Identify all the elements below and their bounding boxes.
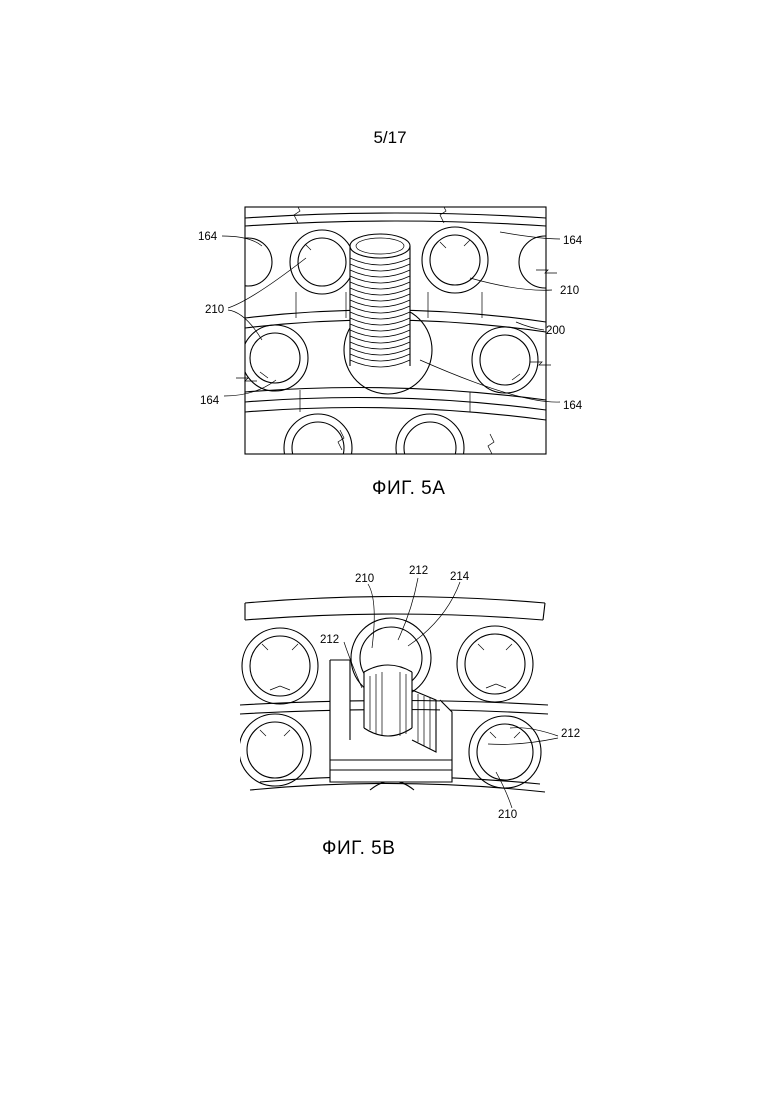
fig5a-label-164-top-right: 164	[563, 235, 583, 247]
fig5a-label-164-top-left: 164	[198, 231, 218, 243]
fig5a-label-210-right: 210	[560, 285, 579, 297]
fig5a-ring-row-bottom	[284, 414, 464, 482]
fig5a-label-210-left: 210	[205, 304, 224, 316]
figure-5b-drawing	[239, 578, 558, 808]
fig5a-label-164-bottom-right: 164	[563, 400, 583, 412]
fig5a-label-200: 200	[546, 325, 565, 337]
fig5b-label-210-bottom: 210	[498, 809, 517, 821]
fig5b-label-212-top: 212	[409, 565, 428, 577]
fig5b-insert	[330, 660, 452, 782]
fig5b-label-212-right: 212	[561, 728, 580, 740]
fig5b-label-214: 214	[450, 571, 470, 583]
fig5a-coil	[350, 234, 410, 370]
figure-5a-caption: ФИГ. 5А	[372, 478, 445, 500]
figure-5a-drawing	[222, 203, 571, 482]
figure-5b-caption: ФИГ. 5В	[322, 838, 395, 860]
fig5a-label-164-bottom-left: 164	[200, 395, 220, 407]
fig5b-label-210-top: 210	[355, 573, 374, 585]
fig5b-label-212-left: 212	[320, 634, 339, 646]
